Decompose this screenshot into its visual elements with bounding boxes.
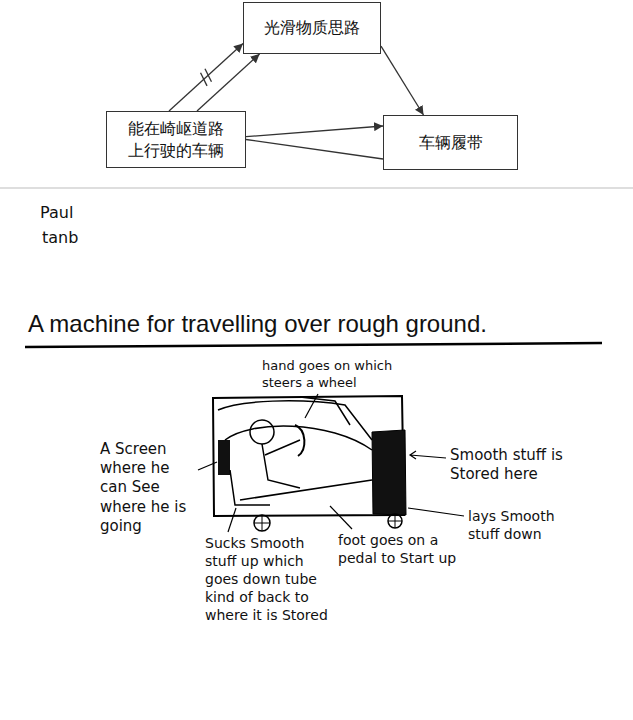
leader-line: [408, 508, 464, 516]
leader-line: [228, 508, 236, 532]
connector-arrow: [246, 140, 383, 160]
leader-line: [330, 506, 352, 529]
connector-arrow: [169, 44, 243, 111]
wheel: [254, 515, 270, 531]
driver-head: [250, 420, 274, 444]
connector-arrow: [246, 126, 383, 137]
leader-line: [198, 462, 217, 470]
separator-line: [0, 188, 633, 189]
leader-line: [305, 394, 318, 418]
process-box: 车辆履带: [383, 115, 518, 170]
box-text: 能在崎岖道路上行驶的车辆: [126, 118, 227, 161]
handwritten-note: hand goes on which steers a wheel: [262, 358, 412, 391]
break-mark: [205, 69, 211, 82]
handwritten-note: tanb: [42, 228, 112, 248]
connector-arrow: [197, 54, 260, 111]
drawing-title: A machine for travelling over rough grou…: [28, 310, 487, 338]
handwritten-note: A Screen where he can See where he is go…: [100, 440, 196, 536]
box-text: 车辆履带: [419, 132, 483, 154]
scribble: [218, 401, 372, 440]
scribble: [225, 426, 372, 450]
steering-wheel: [295, 425, 304, 456]
wheel: [388, 514, 402, 528]
screen: [218, 440, 230, 475]
storage-tank: [372, 430, 406, 515]
handwritten-note: lays Smooth stuff down: [468, 508, 583, 544]
driver-body: [262, 444, 300, 488]
tube: [240, 480, 372, 500]
seat: [230, 470, 270, 505]
scribble: [300, 397, 350, 425]
wheel-spokes: [254, 515, 270, 531]
handwritten-note: Smooth stuff is Stored here: [450, 446, 600, 484]
handwritten-note: Sucks Smooth stuff up which goes down tu…: [205, 535, 330, 625]
handwritten-note: foot goes on a pedal to Start up: [338, 532, 463, 568]
break-mark: [201, 73, 207, 86]
wheel-spokes: [388, 514, 402, 528]
process-box: 能在崎岖道路上行驶的车辆: [106, 111, 246, 168]
leader-arrow: [410, 451, 446, 459]
connector-arrow: [381, 46, 424, 115]
title-underline: [25, 343, 602, 347]
process-box: 光滑物质思路: [243, 2, 381, 54]
box-text: 光滑物质思路: [264, 17, 360, 39]
handwritten-note: Paul: [40, 203, 110, 223]
driver-arm: [265, 440, 300, 455]
